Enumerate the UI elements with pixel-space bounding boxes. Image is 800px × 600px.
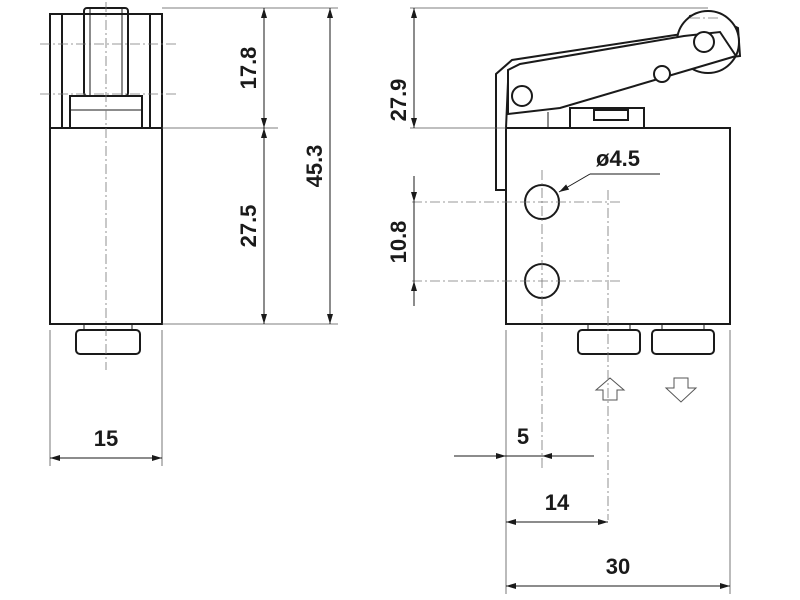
flow-arrow-down-icon	[664, 377, 698, 403]
lever-mid-pin	[653, 65, 671, 83]
dim-label-10-8: 10.8	[386, 221, 411, 264]
dim-label-27-5: 27.5	[236, 205, 261, 248]
port-fitting-inlet	[577, 329, 641, 355]
port-fitting-exhaust	[651, 329, 715, 355]
dim-label-14: 14	[545, 490, 570, 515]
lever-pivot-pin	[511, 85, 533, 107]
roller-pin	[693, 31, 715, 53]
front-body	[505, 127, 731, 325]
dim-label-27-9: 27.9	[386, 79, 411, 122]
dim-label-15: 15	[94, 426, 118, 451]
dim-label-45-3: 45.3	[302, 145, 327, 188]
dim-label-17-8: 17.8	[236, 47, 261, 90]
dim-label-5: 5	[517, 424, 529, 449]
side-port-fitting	[75, 329, 141, 355]
flow-arrow-up-icon	[594, 377, 626, 401]
front-view: 27.9 10.8 ø4.5 5 14 30	[386, 7, 742, 594]
side-view: 17.8 27.5 45.3 15	[40, 2, 338, 466]
dim-label-30: 30	[606, 554, 630, 579]
dim-label-hole-diameter: ø4.5	[596, 146, 640, 171]
